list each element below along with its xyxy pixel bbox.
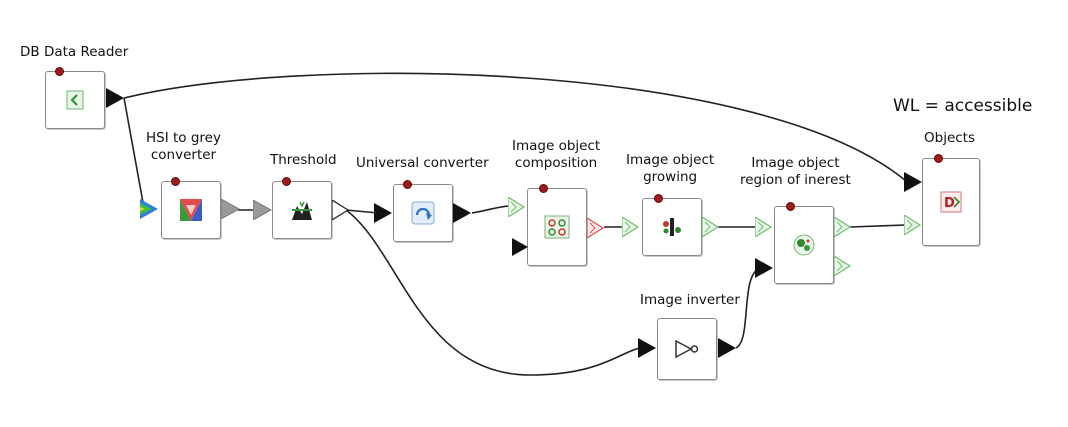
growing-icon bbox=[663, 218, 681, 236]
region-of-interest-icon bbox=[793, 234, 815, 256]
edge-inverter-to-roi bbox=[735, 267, 761, 349]
status-dot bbox=[934, 154, 943, 163]
node-composition[interactable] bbox=[527, 184, 587, 266]
output-port-green[interactable] bbox=[702, 217, 722, 237]
status-dot bbox=[654, 194, 663, 203]
edge-threshold-to-inverter bbox=[345, 209, 641, 376]
edge-db-to-objects bbox=[123, 72, 907, 182]
input-port-black[interactable] bbox=[904, 172, 924, 192]
objects-output-icon: D bbox=[940, 191, 962, 213]
status-dot bbox=[282, 177, 291, 186]
annotation-text: WL = accessible bbox=[893, 96, 1033, 116]
output-port-black[interactable] bbox=[453, 203, 473, 223]
node-label-universal: Universal converter bbox=[356, 155, 489, 171]
input-port-black[interactable] bbox=[638, 338, 658, 358]
node-inverter[interactable] bbox=[657, 318, 717, 380]
node-label-growing: Image object growing bbox=[626, 152, 715, 185]
node-growing[interactable] bbox=[642, 194, 702, 256]
node-label-hsi: HSI to grey converter bbox=[146, 130, 221, 163]
database-reader-icon bbox=[66, 90, 84, 110]
inverter-gate-icon bbox=[675, 339, 699, 359]
edge-threshold-to-universal bbox=[345, 209, 379, 214]
color-triangle-icon bbox=[180, 199, 202, 221]
input-port-grey[interactable] bbox=[253, 200, 273, 220]
node-objects[interactable]: D bbox=[922, 154, 980, 246]
status-dot bbox=[539, 184, 548, 193]
edge-universal-to-composition bbox=[471, 205, 511, 214]
input-port-black[interactable] bbox=[374, 203, 394, 223]
input-port-green[interactable] bbox=[622, 217, 642, 237]
output-port-green[interactable] bbox=[834, 256, 854, 276]
node-universal-converter[interactable] bbox=[393, 180, 453, 242]
output-port-black[interactable] bbox=[106, 88, 126, 108]
output-port-green[interactable] bbox=[834, 217, 854, 237]
node-region-of-interest[interactable] bbox=[774, 202, 834, 284]
node-label-objects: Objects bbox=[924, 130, 976, 146]
node-label-roi: Image object region of inerest bbox=[740, 155, 851, 188]
edges bbox=[123, 72, 907, 376]
threshold-icon bbox=[292, 201, 312, 220]
convert-arrow-icon bbox=[411, 201, 435, 225]
output-port-grey[interactable] bbox=[221, 199, 241, 219]
status-dot bbox=[786, 202, 795, 211]
output-port-white[interactable] bbox=[332, 200, 352, 220]
output-port-black[interactable] bbox=[718, 338, 738, 358]
composition-icon bbox=[544, 215, 570, 239]
status-dot bbox=[55, 67, 64, 76]
input-port-green[interactable] bbox=[904, 215, 924, 235]
node-threshold[interactable] bbox=[272, 177, 332, 239]
node-db-reader[interactable] bbox=[45, 67, 105, 129]
node-label-db-reader: DB Data Reader bbox=[20, 44, 129, 60]
input-port-multicolor[interactable] bbox=[140, 199, 160, 219]
node-label-threshold: Threshold bbox=[270, 152, 337, 168]
node-hsi-converter[interactable] bbox=[161, 177, 221, 239]
svg-text:D: D bbox=[944, 196, 955, 211]
edge-db-to-hsi bbox=[123, 97, 145, 209]
node-label-inverter: Image inverter bbox=[640, 292, 740, 308]
node-label-composition: Image object composition bbox=[512, 138, 601, 171]
edge-roi-to-objects bbox=[849, 224, 907, 228]
input-port-green[interactable] bbox=[508, 197, 528, 217]
input-port-black[interactable] bbox=[512, 238, 530, 256]
input-port-green[interactable] bbox=[755, 217, 775, 237]
status-dot bbox=[403, 180, 412, 189]
output-port-red[interactable] bbox=[587, 218, 607, 238]
status-dot bbox=[171, 177, 180, 186]
input-port-black[interactable] bbox=[755, 258, 775, 278]
